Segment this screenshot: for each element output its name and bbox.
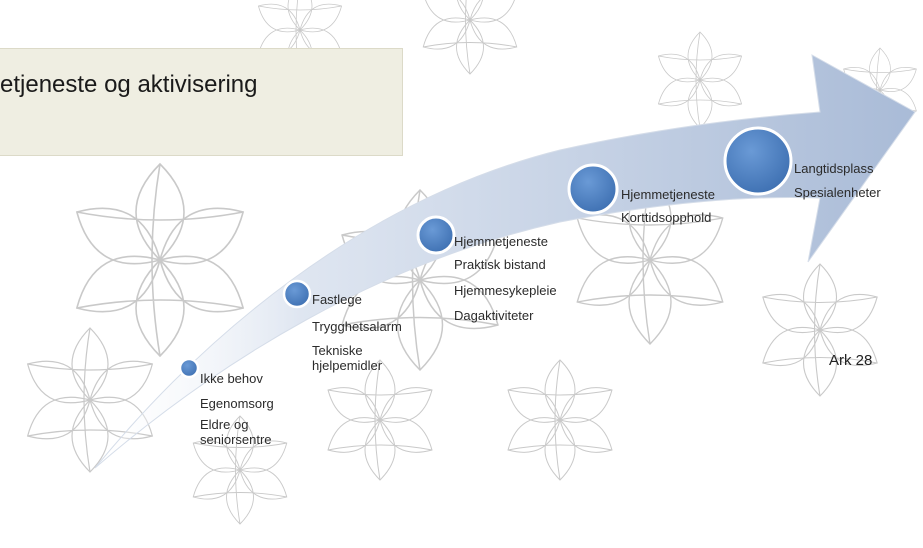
title-box: etjeneste og aktivisering (0, 48, 403, 156)
stage-3-line-2: Praktisk bistand (454, 257, 546, 272)
stage-2-line-4: hjelpemidler (312, 358, 383, 373)
stage-3-node (416, 215, 456, 255)
stage-5-node (723, 126, 793, 196)
growth-arrow (94, 54, 916, 469)
slide-title: etjeneste og aktivisering (0, 71, 258, 98)
stage-4-line-2: Korttidsopphold (621, 210, 711, 225)
stage-4-node (567, 163, 619, 215)
stage-1-line-2: Egenomsorg (200, 396, 274, 411)
stage-5-line-2: Spesialenheter (794, 185, 881, 200)
stage-1-node (178, 357, 200, 379)
stage-1-line-1: Ikke behov (200, 371, 263, 386)
stage-3-line-3: Hjemmesykepleie (454, 283, 557, 298)
stage-5-line-1: Langtidsplass (794, 161, 874, 176)
stage-1-line-4: seniorsentre (200, 432, 272, 447)
stage-2-line-1: Fastlege (312, 292, 362, 307)
stage-2-line-3: Tekniske (312, 343, 363, 358)
slide-number: Ark 28 (829, 352, 873, 369)
stage-3-line-4: Dagaktiviteter (454, 308, 534, 323)
stage-1-line-3: Eldre og (200, 417, 248, 432)
stage-2-line-2: Trygghetsalarm (312, 319, 402, 334)
stage-3-line-1: Hjemmetjeneste (454, 234, 548, 249)
stage-2-node (282, 279, 312, 309)
stage-4-line-1: Hjemmetjeneste (621, 187, 715, 202)
